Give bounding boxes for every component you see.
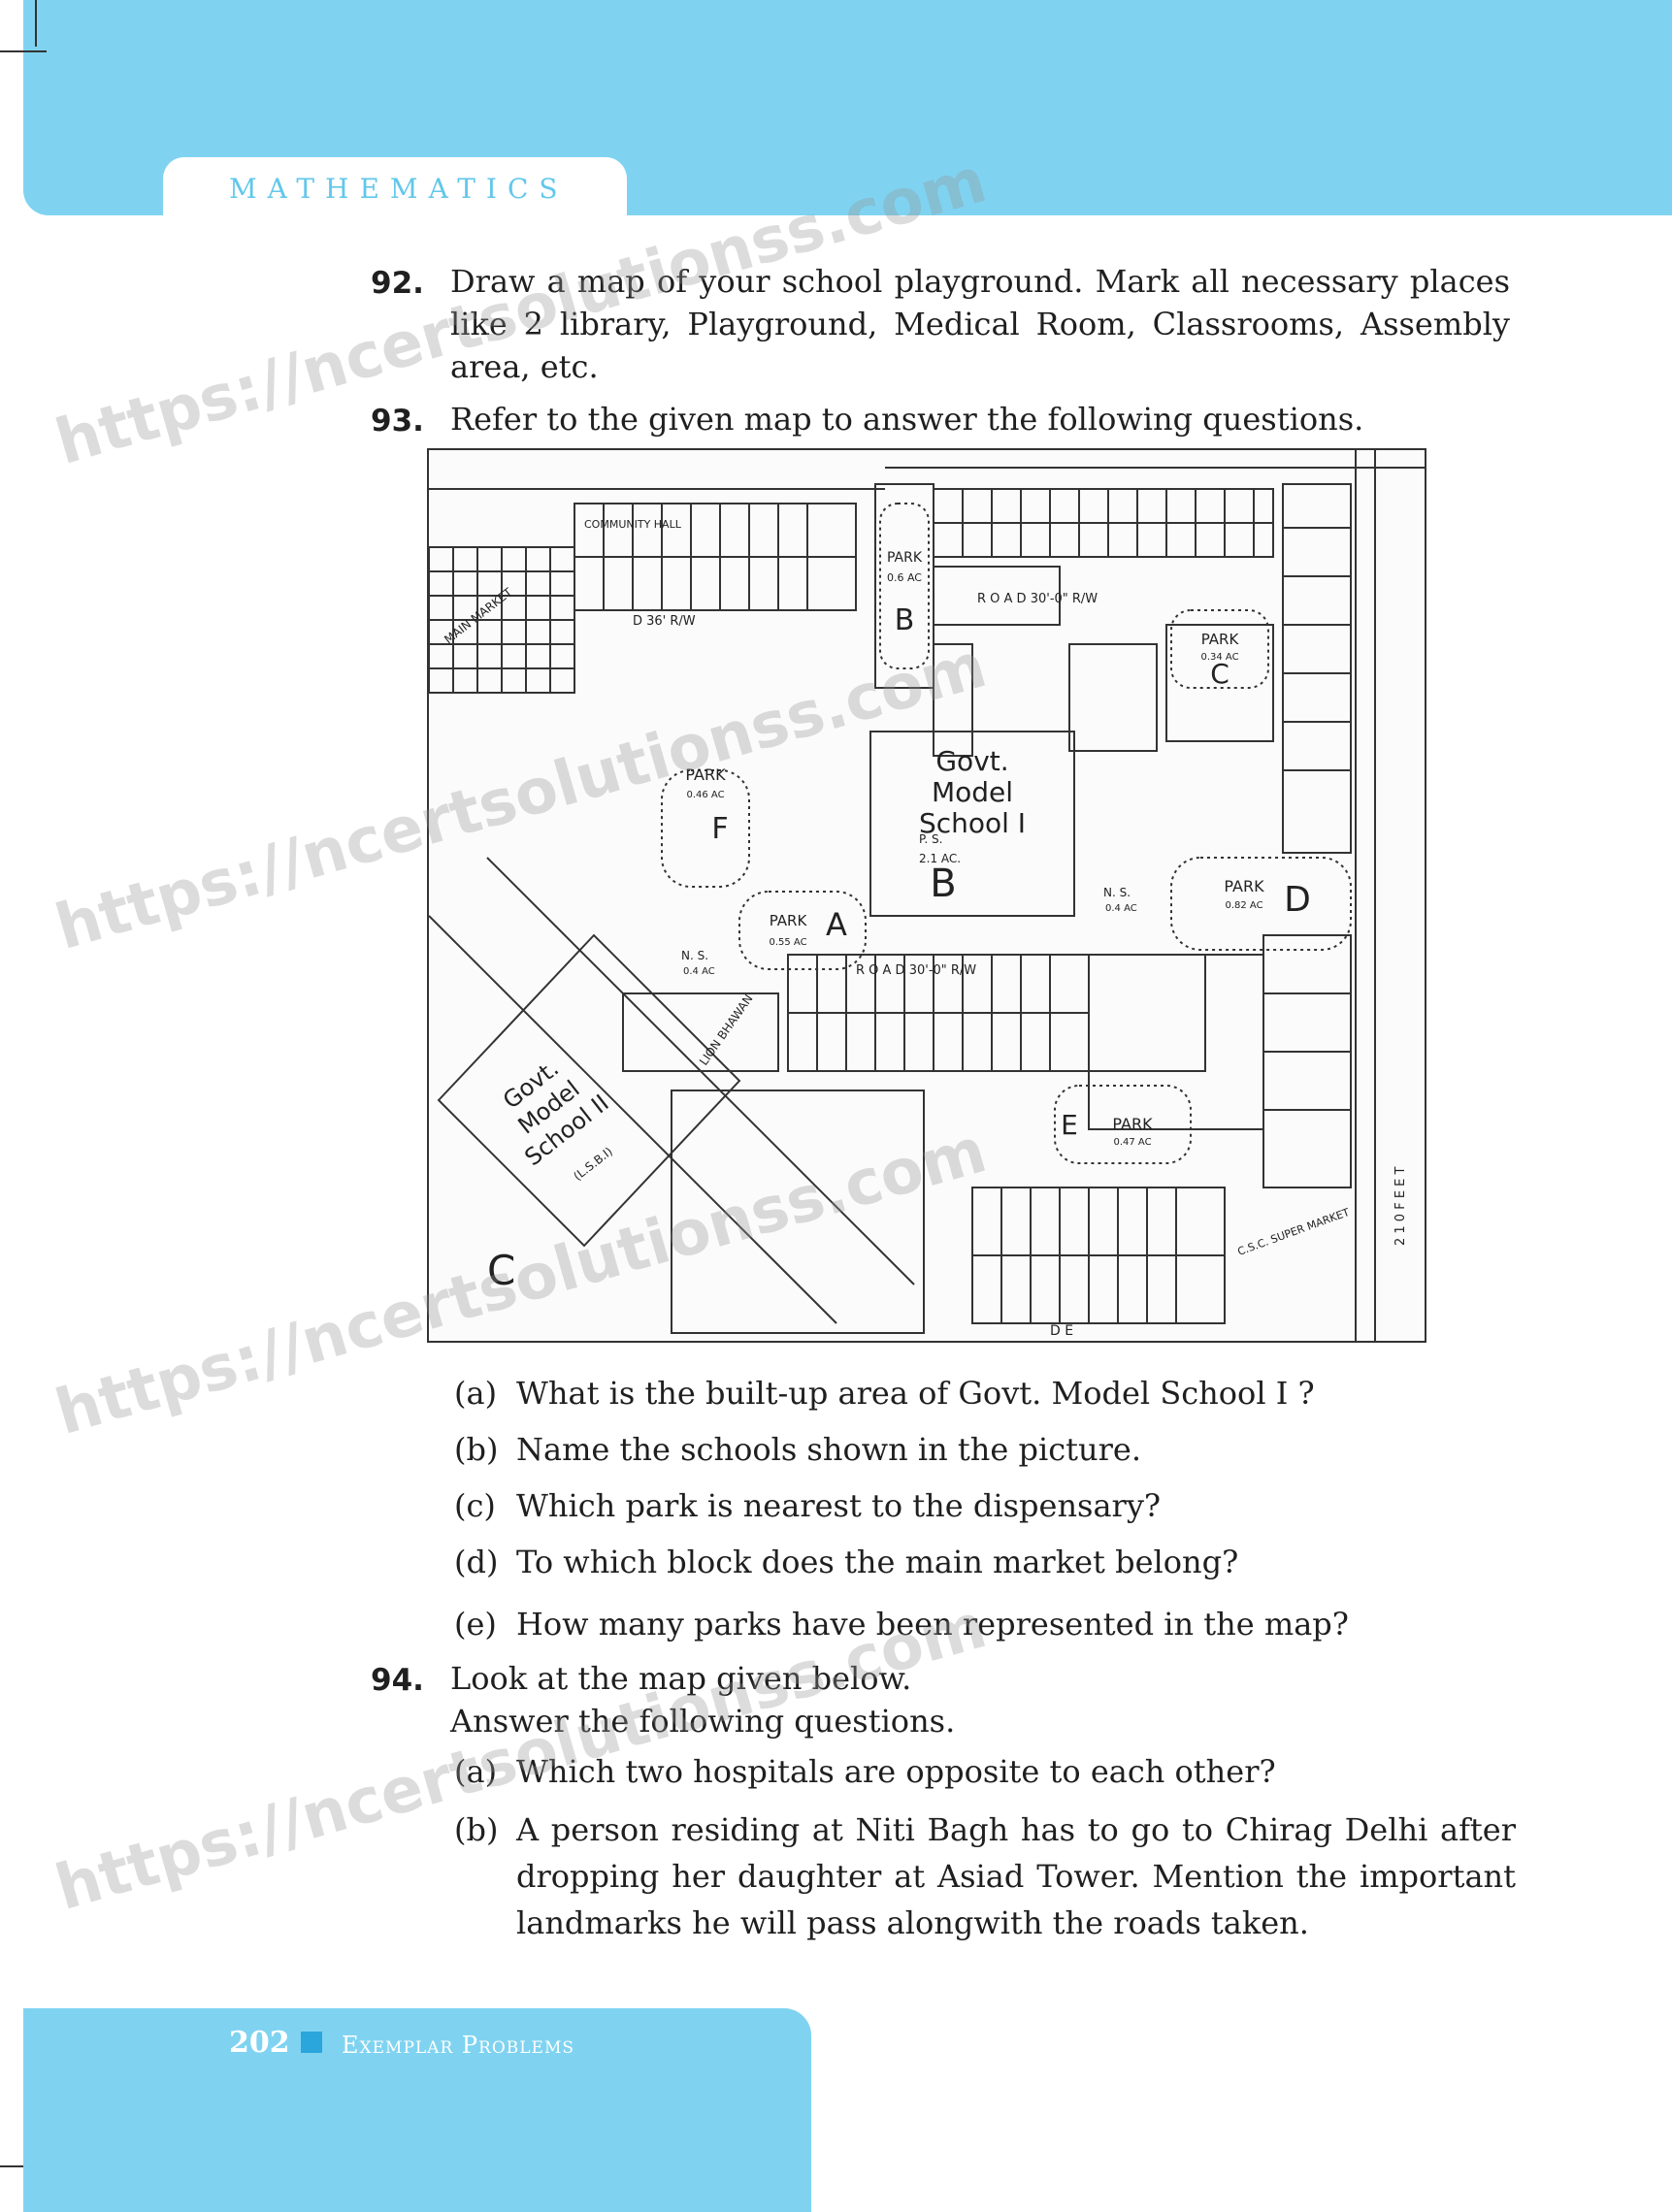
sub-text: Which two hospitals are opposite to each… xyxy=(516,1753,1276,1790)
park-letter: B xyxy=(895,603,915,637)
header-tab xyxy=(163,157,627,225)
question-number: 93. xyxy=(371,404,424,439)
sub-label: (c) xyxy=(454,1487,496,1524)
ns-label: N. S. xyxy=(1103,886,1131,899)
footer-title: Exemplar Problems xyxy=(342,2032,575,2059)
sub-text: What is the built-up area of Govt. Model… xyxy=(516,1375,1315,1412)
park-letter: E xyxy=(1061,1109,1078,1141)
footer-band xyxy=(23,2008,811,2212)
sub-label: (a) xyxy=(454,1753,498,1790)
sub-text: How many parks have been represented in … xyxy=(516,1606,1349,1643)
community-hall-label: COMMUNITY HALL xyxy=(584,518,682,531)
park-letter: A xyxy=(826,906,847,943)
park-label: PARK xyxy=(1201,631,1240,648)
sub-label: (b) xyxy=(454,1811,499,1848)
sub-text: Name the schools shown in the picture. xyxy=(516,1431,1141,1468)
school-1-label: School I xyxy=(919,807,1026,839)
lion-bhawan-label: LION BHAWAN xyxy=(697,992,756,1068)
park-label: PARK xyxy=(887,550,923,566)
question-text-line1: Look at the map given below. xyxy=(450,1660,912,1697)
sub-text: To which block does the main market belo… xyxy=(516,1544,1239,1580)
question-number: 92. xyxy=(371,266,424,301)
question-text: Draw a map of your school playground. Ma… xyxy=(450,263,1510,385)
sub-text: A person residing at Niti Bagh has to go… xyxy=(516,1811,1516,1941)
school-1-area: 2.1 AC. xyxy=(919,852,961,865)
park-letter: F xyxy=(711,812,728,846)
ns-area: 0.4 AC xyxy=(683,966,715,977)
super-market-label: C.S.C. SUPER MARKET xyxy=(1236,1206,1352,1258)
question-number: 94. xyxy=(371,1663,424,1698)
park-area: 0.82 AC xyxy=(1225,900,1262,911)
page-number: 202 xyxy=(229,2026,290,2060)
sub-label: (b) xyxy=(454,1431,499,1468)
park-area: 0.34 AC xyxy=(1200,652,1238,663)
park-letter: C xyxy=(1210,658,1229,690)
crop-mark xyxy=(0,50,47,52)
crop-mark xyxy=(35,0,37,47)
sub-label: (a) xyxy=(454,1375,498,1412)
school-1-block-letter: B xyxy=(930,862,956,906)
park-label: PARK xyxy=(685,765,726,784)
sub-label: (e) xyxy=(454,1606,497,1643)
question-text: Refer to the given map to answer the fol… xyxy=(450,401,1364,438)
road-label: R O A D 30'-0" R/W xyxy=(856,963,976,978)
ns-label: N. S. xyxy=(681,949,708,962)
park-label: PARK xyxy=(770,912,808,929)
road-label: D 36' R/W xyxy=(633,614,696,629)
school-1-label: Govt. xyxy=(935,745,1008,777)
map-letter-de: D E xyxy=(1050,1323,1073,1339)
park-area: 0.55 AC xyxy=(769,937,806,948)
park-area: 0.46 AC xyxy=(686,790,724,800)
road-label: R O A D 30'-0" R/W xyxy=(977,592,1098,606)
park-area: 0.6 AC xyxy=(887,571,922,584)
park-letter: D xyxy=(1284,880,1311,920)
subject-title: MATHEMATICS xyxy=(229,173,569,205)
school-1-ps-label: P. S. xyxy=(919,832,942,846)
sub-label: (d) xyxy=(454,1544,499,1580)
locality-map: Govt. Model School I B P. S. 2.1 AC. Gov… xyxy=(427,448,1426,1343)
road-label: 2 1 0 F E E T xyxy=(1393,1166,1408,1246)
map-letter-c: C xyxy=(487,1247,515,1294)
park-label: PARK xyxy=(1112,1115,1153,1133)
park-area: 0.47 AC xyxy=(1113,1137,1151,1148)
park-label: PARK xyxy=(1224,877,1264,895)
footer-square-icon xyxy=(301,2032,322,2053)
sub-text: Which park is nearest to the dispensary? xyxy=(516,1487,1162,1524)
school-2-area: (L.S.B.I) xyxy=(571,1145,615,1184)
school-1-label: Model xyxy=(932,776,1013,808)
question-text-line2: Answer the following questions. xyxy=(450,1703,956,1740)
ns-area: 0.4 AC xyxy=(1105,903,1137,914)
